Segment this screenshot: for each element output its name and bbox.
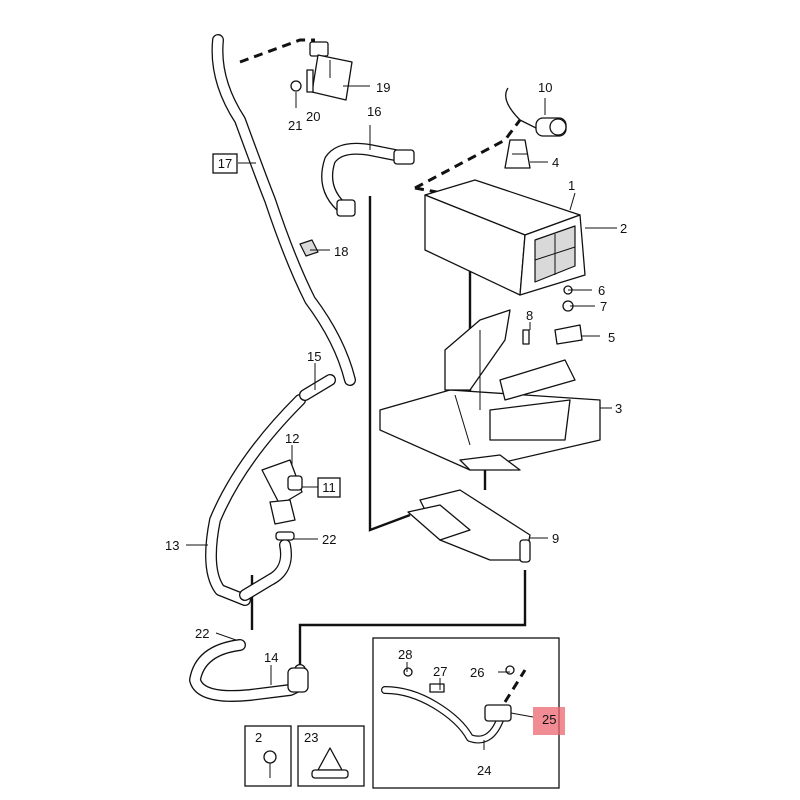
callout-11: 11	[322, 480, 336, 495]
part-1-canister	[424, 179, 586, 296]
part-10-connector	[505, 87, 567, 137]
boxed-label-17: 17	[212, 153, 238, 174]
highlighted-label-25: 25	[533, 707, 565, 735]
legend-label-2: 2	[255, 730, 262, 745]
boxed-label-11: 11	[317, 477, 341, 498]
callout-6: 6	[598, 283, 605, 298]
hose-13	[205, 394, 306, 606]
callout-27: 27	[433, 664, 447, 679]
callout-22-upper: 22	[322, 532, 336, 547]
callout-17: 17	[218, 156, 232, 171]
callout-14: 14	[264, 650, 278, 665]
callout-26: 26	[470, 665, 484, 680]
callout-3: 3	[615, 401, 622, 416]
part-12-valve	[261, 459, 303, 541]
callout-28: 28	[398, 647, 412, 662]
callout-25: 25	[542, 712, 556, 727]
part-19-valve	[309, 41, 353, 101]
callout-20: 20	[306, 109, 320, 124]
callout-7: 7	[600, 299, 607, 314]
callout-10: 10	[538, 80, 552, 95]
callout-15: 15	[307, 349, 321, 364]
connector-15	[299, 374, 336, 401]
part-20-21-fasteners	[290, 69, 314, 108]
callout-2: 2	[620, 221, 627, 236]
callout-19: 19	[376, 80, 390, 95]
callout-1: 1	[568, 178, 575, 193]
legend-box-2	[244, 725, 292, 787]
callout-4: 4	[552, 155, 559, 170]
part-9-filter	[407, 489, 531, 563]
callouts: 1 2 3 4 5 6 7 8 9 10 12 13 14 15 16 18 1…	[165, 80, 627, 778]
legend-label-23: 23	[304, 730, 318, 745]
hose-17	[211, 34, 356, 386]
callout-13: 13	[165, 538, 179, 553]
hose-14	[189, 639, 309, 702]
part-3-bracket	[379, 309, 601, 471]
callout-21: 21	[288, 118, 302, 133]
callout-8: 8	[526, 308, 533, 323]
hose-22-lower	[239, 539, 292, 601]
part-18-clip	[299, 239, 319, 257]
callout-5: 5	[608, 330, 615, 345]
callout-22-lower: 22	[195, 626, 209, 641]
callout-16: 16	[367, 104, 381, 119]
hose-16	[321, 142, 415, 217]
detail-box-purge-valve	[372, 637, 560, 789]
part-4-bracket	[504, 139, 531, 169]
callout-9: 9	[552, 531, 559, 546]
callout-18: 18	[334, 244, 348, 259]
callout-12: 12	[285, 431, 299, 446]
callout-24: 24	[477, 763, 491, 778]
leader-lines	[186, 85, 617, 750]
legend-box-23	[297, 725, 365, 787]
parts-5-8	[522, 285, 583, 345]
